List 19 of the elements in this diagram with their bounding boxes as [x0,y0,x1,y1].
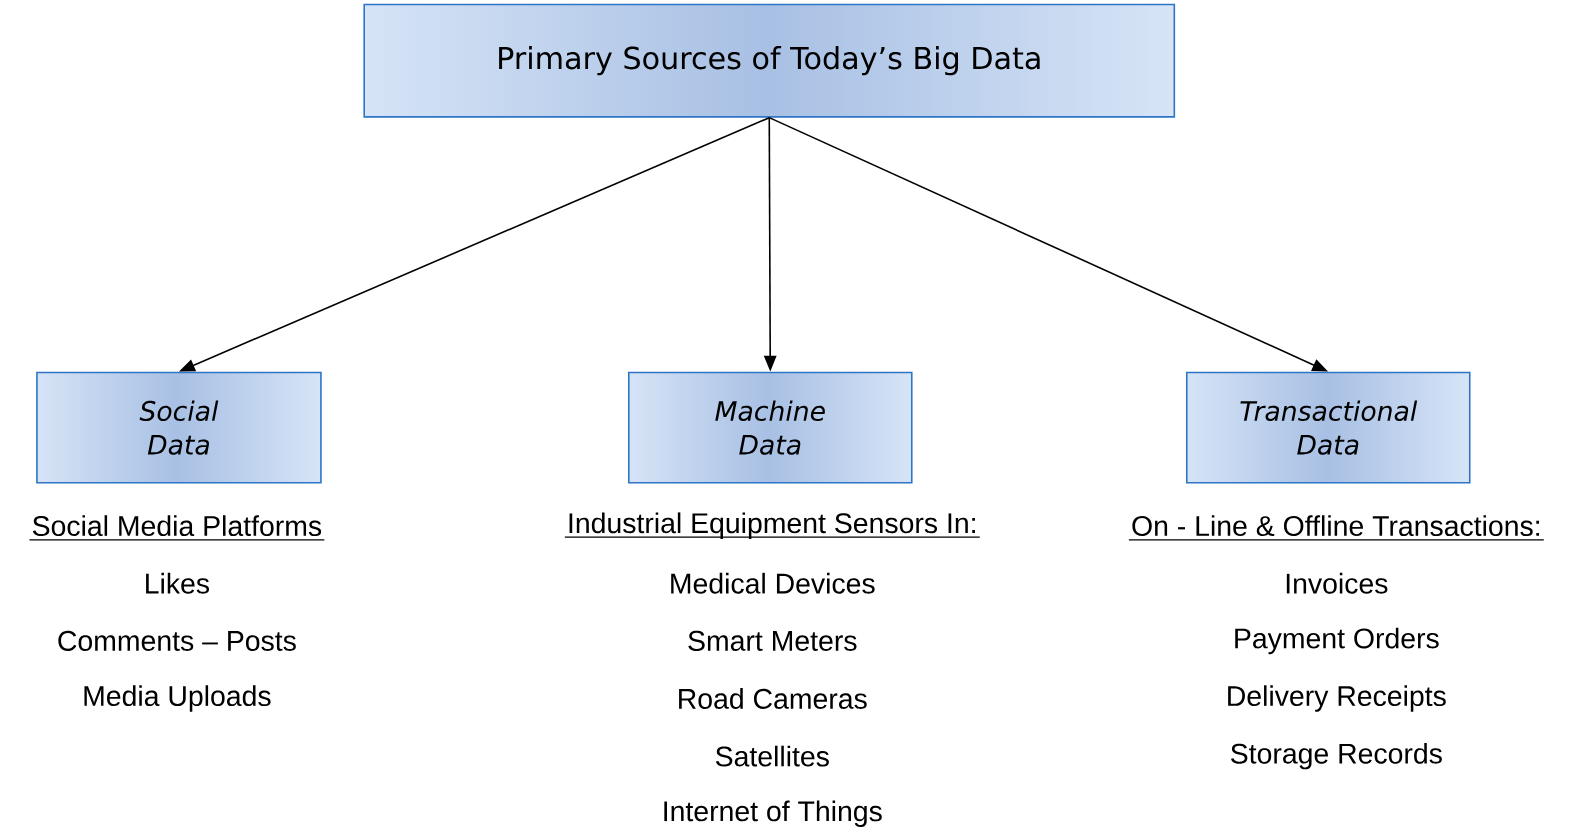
list-item: Delivery Receipts [1228,685,1446,712]
list-item: Satellites [715,745,829,767]
list-item: Invoices [1286,572,1388,594]
category-box: Social Data [36,371,322,484]
category-box: Transactional Data [1185,371,1471,484]
category-box: Machine Data [628,371,913,484]
list-item: Internet of Things [664,800,882,828]
heading: Social Media Platforms [28,515,325,541]
list-item: Medical Devices [671,572,875,594]
list-item: Likes [146,572,210,594]
title-box: Primary Sources of Today’s Big Data [363,3,1176,118]
list-item: Smart Meters [688,630,857,651]
list-item: Comments – Posts [58,630,296,651]
list-item: Media Uploads [84,685,271,712]
heading: On - Line & Offline Transactions: [1128,515,1545,541]
heading: Industrial Equipment Sensors In: [564,512,981,539]
list-item: Storage Records [1231,742,1442,770]
list-item: Road Cameras [679,688,867,709]
list-item: Payment Orders [1235,627,1439,655]
